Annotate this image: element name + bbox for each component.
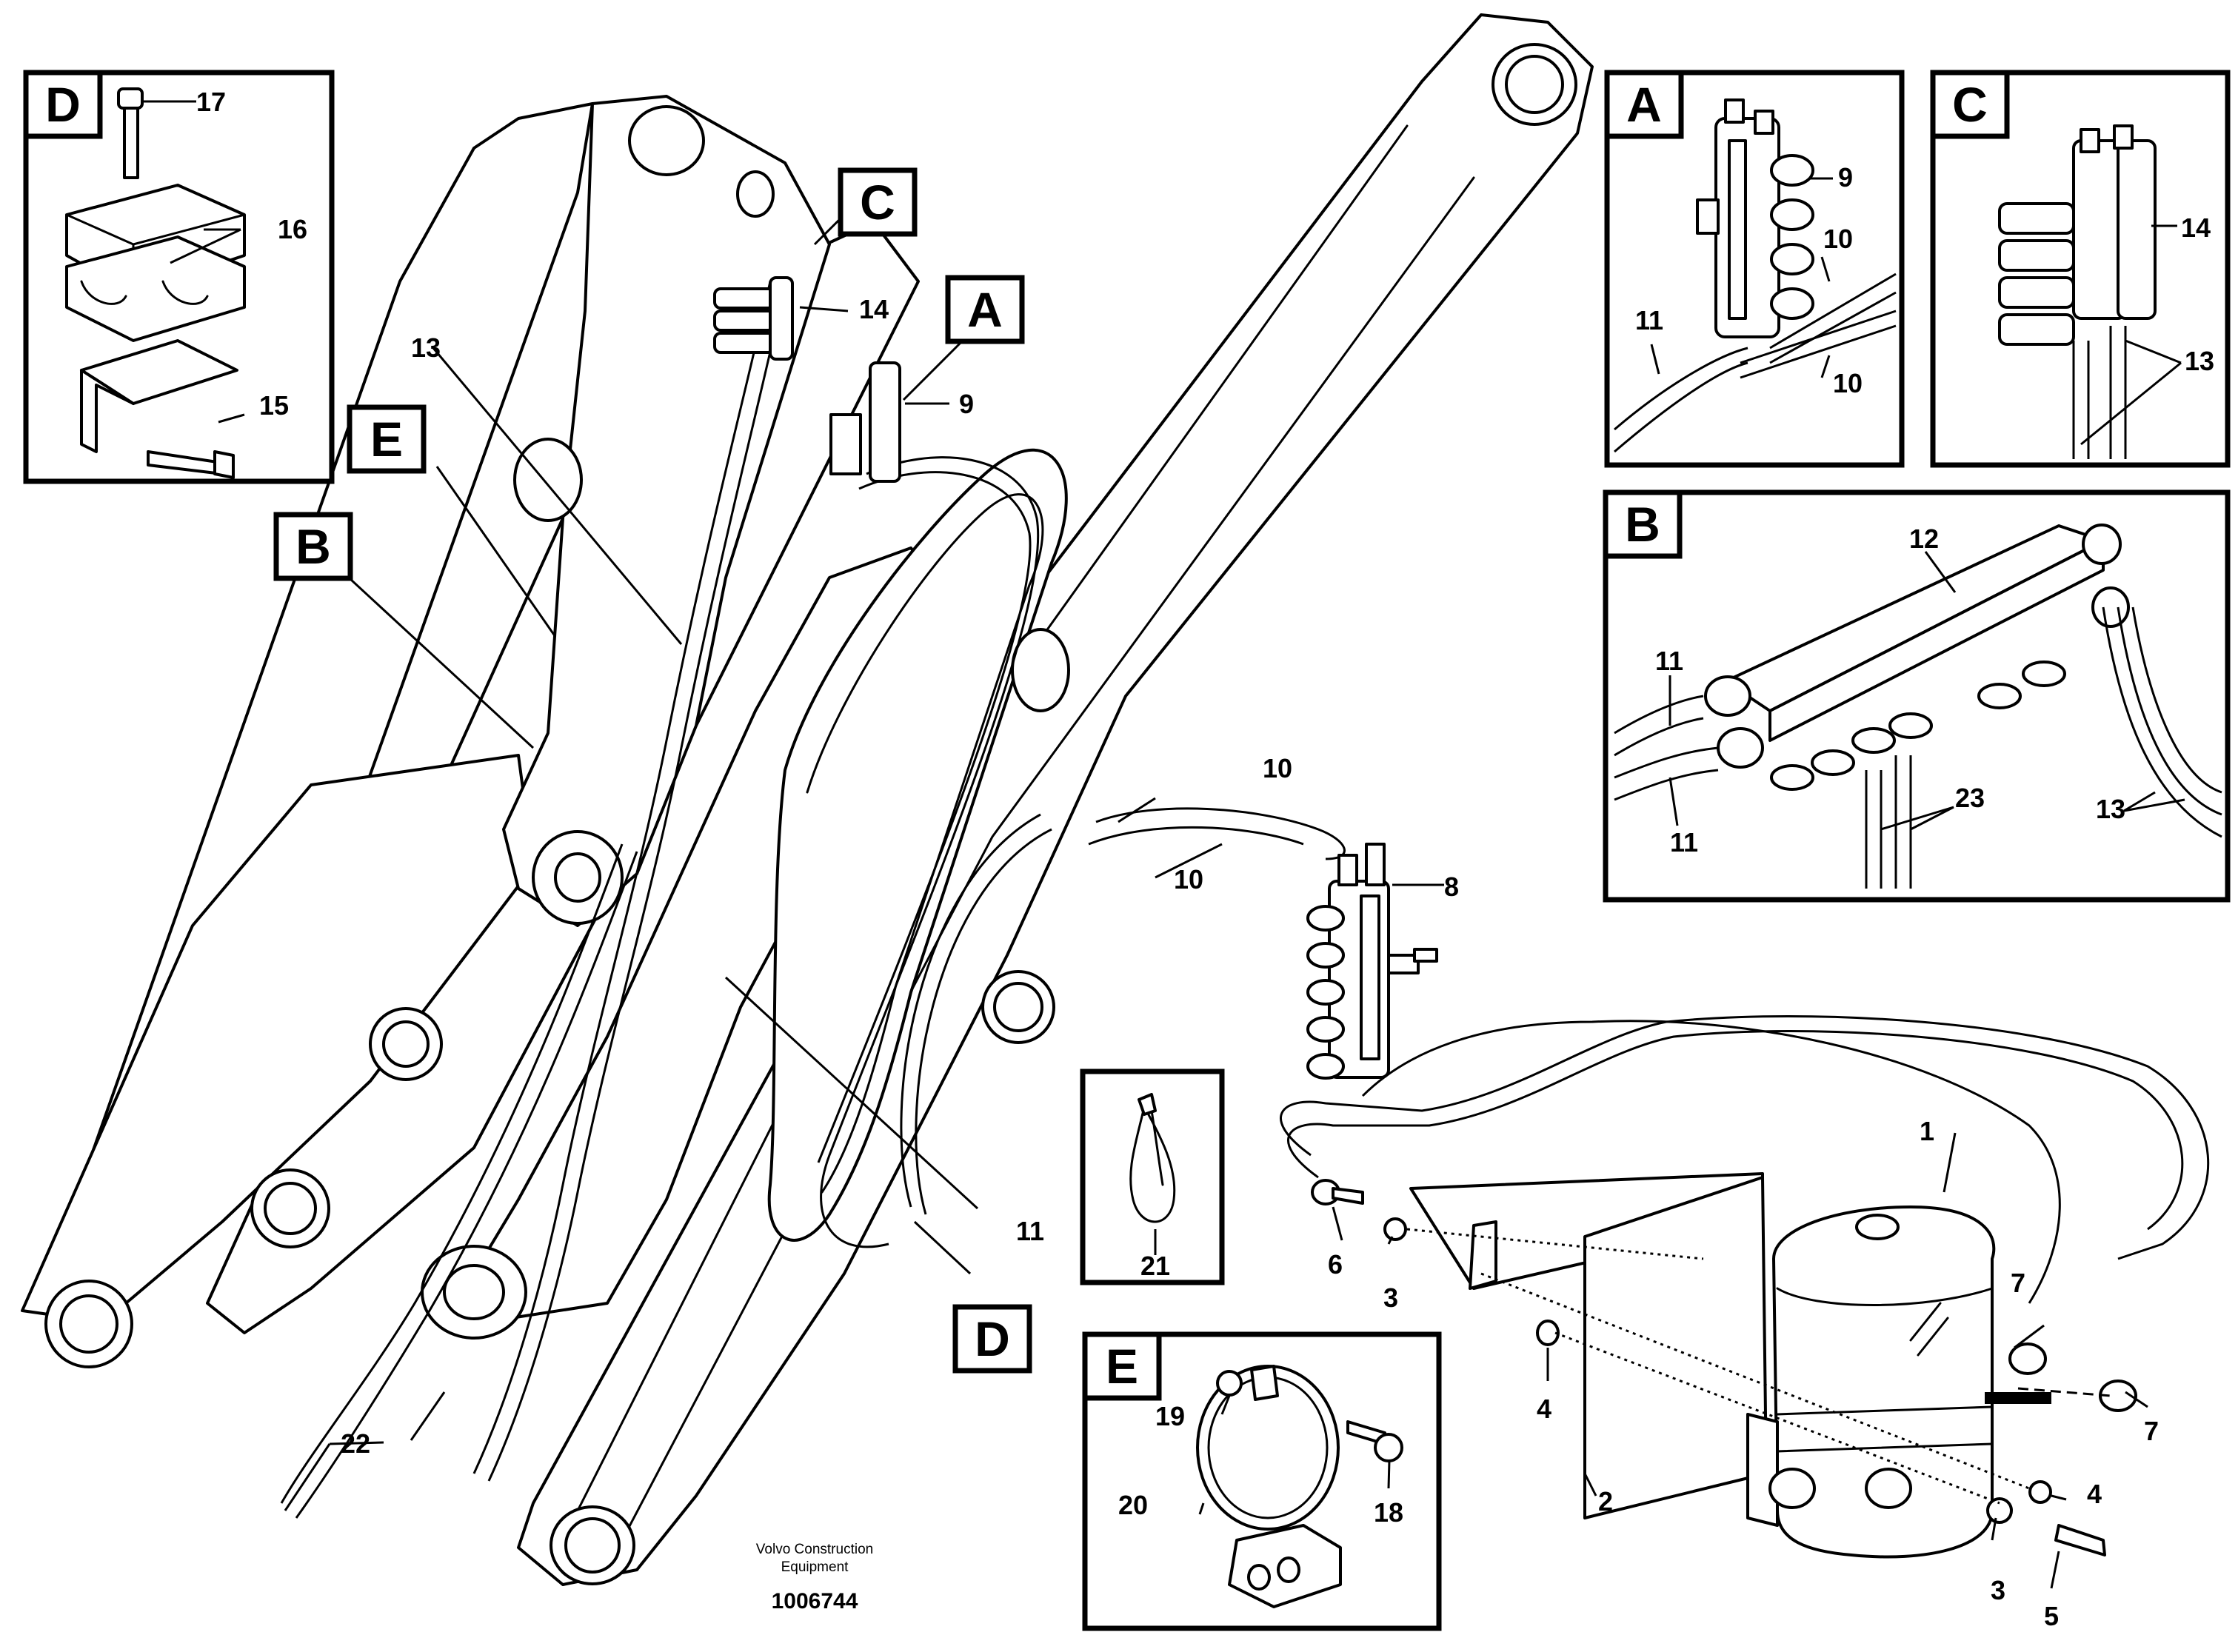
main-tag-a: A: [945, 275, 1025, 344]
part-number-4-right: 4: [2087, 1479, 2102, 1509]
part-number-21: 21: [1140, 1251, 1170, 1281]
detail-tag-b: B: [1603, 489, 1683, 559]
svg-text:E: E: [370, 412, 403, 466]
part-number-17: 17: [196, 87, 226, 117]
part-number-4-left: 4: [1537, 1394, 1551, 1424]
part-number-9: 9: [959, 389, 974, 419]
pump-and-bracket: [1409, 1172, 2051, 1559]
detail-box-b: [1603, 489, 2231, 903]
svg-text:D: D: [975, 1311, 1010, 1366]
part-number-13-detail-c: 13: [2185, 346, 2214, 376]
part-number-11-detail-b-top: 11: [1655, 646, 1683, 676]
hose-routing-main: [900, 807, 2210, 1304]
detail-tag-e: E: [1082, 1331, 1162, 1401]
part-number-11: 11: [1016, 1216, 1044, 1246]
main-leaders: [284, 184, 2148, 1589]
main-view-blocks: [713, 276, 901, 483]
part-number-8: 8: [1444, 872, 1459, 902]
detail-tag-d: D: [23, 70, 103, 139]
svg-text:B: B: [295, 519, 331, 574]
distribution-block-8: [1306, 843, 1438, 1080]
part-number-1: 1: [1920, 1116, 1934, 1146]
detail-box-c: [1930, 70, 2231, 468]
svg-text:E: E: [1106, 1339, 1138, 1394]
part-number-19: 19: [1155, 1401, 1185, 1431]
fittings-7: [2008, 1342, 2137, 1412]
svg-text:C: C: [1952, 77, 1988, 132]
publisher-line-1: Volvo Construction: [756, 1542, 873, 1557]
part-number-16: 16: [278, 214, 307, 244]
part-number-7-top: 7: [2011, 1268, 2025, 1298]
part-number-10-top: 10: [1263, 753, 1292, 783]
svg-text:A: A: [967, 282, 1003, 337]
detail-box-a: [1604, 70, 1905, 468]
part-number-5: 5: [2044, 1601, 2059, 1631]
main-tag-e: E: [347, 404, 427, 474]
part-number-2: 2: [1598, 1486, 1613, 1516]
part-number-10-bottom: 10: [1174, 864, 1203, 894]
svg-text:D: D: [45, 77, 81, 132]
part-number-10-detail-a-top: 10: [1823, 224, 1853, 254]
main-tag-c: C: [838, 167, 918, 237]
part-number-6: 6: [1328, 1249, 1343, 1280]
part-number-22: 22: [341, 1428, 370, 1459]
part-number-13-detail-b: 13: [2096, 794, 2125, 824]
loader-lift-arm-assembly: [21, 13, 1594, 1586]
part-number-14-detail-c: 14: [2181, 213, 2211, 243]
main-tag-d: D: [952, 1304, 1032, 1374]
fasteners: [1311, 1179, 2106, 1556]
part-number-3-right: 3: [1991, 1575, 2005, 1605]
publisher-line-2: Equipment: [781, 1559, 849, 1575]
drawing-number: 1006744: [772, 1589, 858, 1613]
svg-text:B: B: [1625, 497, 1660, 552]
part-number-12: 12: [1909, 524, 1939, 554]
part-number-7-right: 7: [2144, 1416, 2159, 1446]
part-number-10-detail-a-bottom: 10: [1833, 368, 1863, 398]
part-number-14: 14: [859, 294, 889, 324]
part-number-18: 18: [1374, 1497, 1403, 1528]
detail-box-21: [1080, 1069, 1225, 1285]
part-number-9-detail: 9: [1838, 162, 1853, 193]
part-number-15: 15: [259, 390, 289, 421]
svg-text:A: A: [1626, 77, 1662, 132]
main-tag-b: B: [273, 512, 353, 581]
detail-box-d: [23, 70, 335, 484]
part-number-11-detail-a: 11: [1635, 305, 1663, 335]
detail-tag-c: C: [1930, 70, 2010, 139]
part-number-13: 13: [411, 332, 441, 363]
publisher-block: Volvo Construction Equipment 1006744: [756, 1542, 873, 1613]
part-number-20: 20: [1118, 1490, 1148, 1520]
part-number-labels: 17 16 15 9 10 11 10 14 13 12 11 11 23 13…: [196, 87, 2214, 1631]
part-number-3-left: 3: [1383, 1283, 1398, 1313]
svg-text:C: C: [860, 175, 895, 230]
part-number-11-detail-b-bottom: 11: [1670, 827, 1698, 857]
detail-tag-a: A: [1604, 70, 1684, 139]
part-number-23: 23: [1955, 783, 1985, 813]
